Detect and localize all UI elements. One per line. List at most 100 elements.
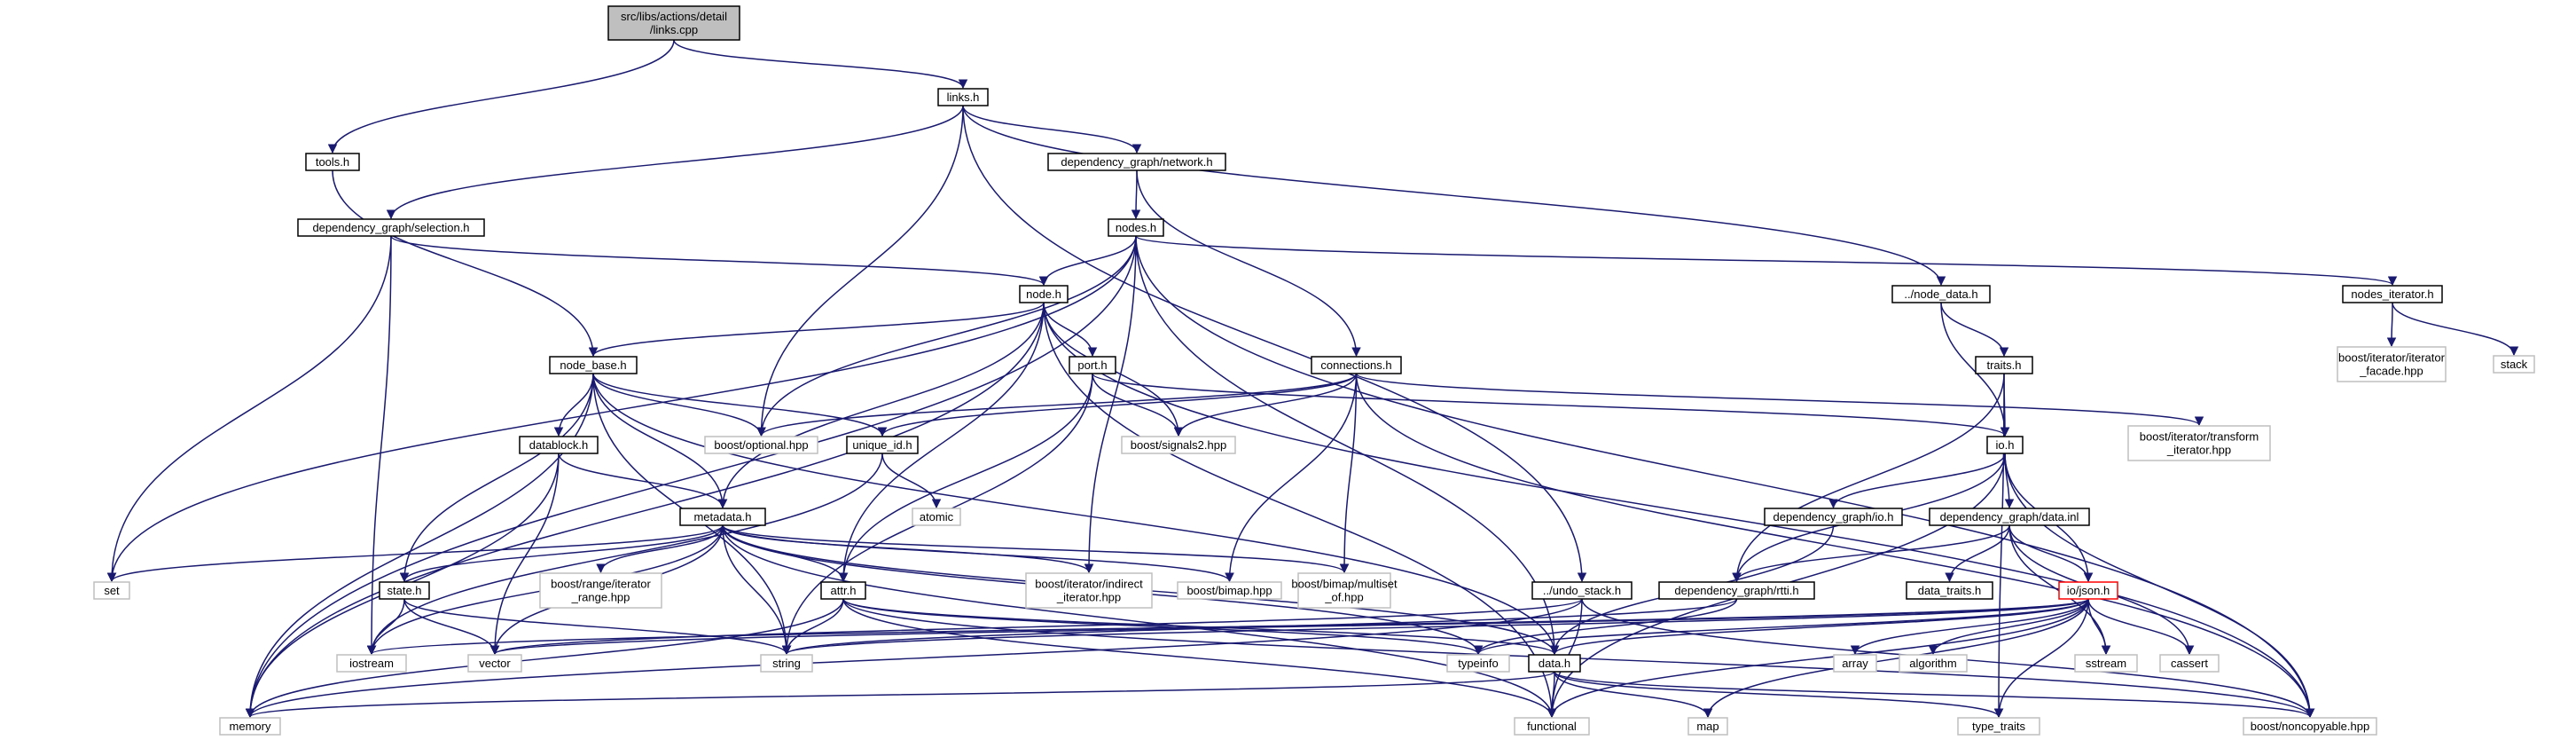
node-dg-selection-h[interactable]: dependency_graph/selection.h [297,218,485,237]
edge-io_json_h-to-array [1850,598,2089,656]
node-box [549,356,638,374]
edge-nodes_h-to-set [106,235,1137,583]
node-label: attr.h [831,584,857,597]
node-label: sstream [2086,657,2126,670]
node-set: set [93,581,130,600]
edge-unique_id_h-to-iostream [366,453,883,656]
edge-links_h-to-undo_stack_h [962,105,1587,583]
node-box [1986,436,2024,454]
node-port-h[interactable]: port.h [1069,356,1116,374]
node-dg-data-inl[interactable]: dependency_graph/data.inl [1929,508,2090,526]
node-label: port.h [1077,358,1107,372]
edge-dg_data_inl-to-sstream [2008,524,2111,656]
node-node-base-h[interactable]: node_base.h [549,356,638,374]
node-io-h[interactable]: io.h [1986,436,2024,454]
edge-connections_h-to-boost_transform_iter [1355,373,2204,427]
node-boost-bimap: boost/bimap.hpp [1177,581,1282,600]
node-label: stack [2501,358,2528,371]
edge-metadata_h-to-functional [722,524,1557,719]
node-state-h[interactable]: state.h [379,581,430,600]
node-label: boost/bimap/multiset [1291,578,1398,591]
edge-io_json_h-to-functional [1546,598,2089,719]
edge-nodes_h-to-node_h [1038,235,1137,287]
node-tools-h[interactable]: tools.h [305,153,360,171]
edge-nodes_h-to-nodes_iterator_h [1135,235,2397,287]
node-dg-io-h[interactable]: dependency_graph/io.h [1764,508,1903,526]
node-label: io/json.h [2067,584,2110,597]
node-type-traits: type_traits [1957,717,2040,736]
node-metadata-h[interactable]: metadata.h [679,508,766,526]
node-label: algorithm [1909,657,1956,670]
node-memory: memory [219,717,281,736]
node-label: iostream [349,657,394,670]
node-label: metadata.h [693,510,751,524]
edge-node_base_h-to-datablock_h [553,373,594,437]
edge-connections_h-to-boost_optional [756,373,1358,437]
node-io-json-h[interactable]: io/json.h [2058,581,2118,600]
node-links-cpp[interactable]: src/libs/actions/detail/links.cpp [607,5,740,41]
node-data-h[interactable]: data.h [1528,654,1581,673]
edge-nodes_iterator_h-to-stack [2392,302,2519,357]
node-label: string [772,657,801,670]
node-label: _of.hpp [1324,591,1363,604]
edge-links_h-to-dg_network_h [962,105,1142,154]
node-box [467,654,522,673]
node-nodes-iterator-h[interactable]: nodes_iterator.h [2342,285,2443,303]
edge-metadata_h-to-boost_range_iter [596,524,724,574]
node-box [1025,572,1153,609]
node-node-h[interactable]: node.h [1019,285,1069,303]
node-connections-h[interactable]: connections.h [1311,356,1402,374]
edge-io_h-to-boost_noncopyable [2004,453,2315,719]
node-attr-h[interactable]: attr.h [820,581,866,600]
node-box [2342,285,2443,303]
node-datablock-h[interactable]: datablock.h [519,436,599,454]
node-box [679,508,766,526]
node-links-h[interactable]: links.h [937,88,989,106]
node-unique-id-h[interactable]: unique_id.h [846,436,919,454]
node-box [1899,654,1968,673]
node-data-traits-h[interactable]: data_traits.h [1906,581,1993,600]
node-label: data.h [1539,657,1570,670]
node-label: dependency_graph/rtti.h [1674,584,1798,597]
node-node-data-h[interactable]: ../node_data.h [1891,285,1991,303]
edge-io_json_h-to-map [1703,598,2089,719]
node-undo-stack-h[interactable]: ../undo_stack.h [1531,581,1633,600]
node-label: boost/range/iterator [551,578,651,591]
node-label: set [104,584,120,597]
node-label: typeinfo [1458,657,1499,670]
edge-dg_rtti_h-to-typeinfo [1473,598,1738,656]
node-label: _iterator.hpp [1056,591,1121,604]
edge-node_base_h-to-boost_optional [592,373,766,437]
edge-io_json_h-to-data_h [1549,598,2089,656]
node-array: array [1833,654,1877,673]
node-label: io.h [1996,438,2015,452]
edge-nodes_h-to-data_h [1135,235,1560,656]
node-dg-rtti-h[interactable]: dependency_graph/rtti.h [1658,581,1815,600]
edge-node_base_h-to-state_h [399,373,594,583]
edge-attr_h-to-typeinfo [842,598,1484,656]
edge-traits_h-to-dg_rtti_h [1732,373,2005,583]
node-box [1121,436,1236,454]
edge-port_h-to-io_h [1092,373,2009,437]
edge-data_h-to-boost_noncopyable [1554,671,2314,719]
node-box [336,654,407,673]
node-traits-h[interactable]: traits.h [1975,356,2033,374]
node-nodes-h[interactable]: nodes.h [1108,218,1164,237]
node-boost-noncopyable: boost/noncopyable.hpp [2243,717,2377,736]
node-dg-network-h[interactable]: dependency_graph/network.h [1047,153,1226,171]
file-nodes: src/libs/actions/detail/links.cpp links.h… [93,5,2535,736]
node-string: string [760,654,813,673]
edge-node_data_h-to-io_h [1940,302,2010,437]
edge-metadata_h-to-set [106,524,724,583]
node-box [2337,346,2447,382]
node-box [1957,717,2040,736]
node-label: boost/signals2.hpp [1131,438,1226,452]
edge-tools_h-to-node_base_h [332,169,599,358]
node-label: _range.hpp [571,591,630,604]
node-label: atomic [920,510,954,524]
edge-node_data_h-to-traits_h [1940,302,2009,358]
node-box [1929,508,2090,526]
edge-node_base_h-to-memory [245,373,594,719]
edge-undo_stack_h-to-vector [490,598,1583,656]
